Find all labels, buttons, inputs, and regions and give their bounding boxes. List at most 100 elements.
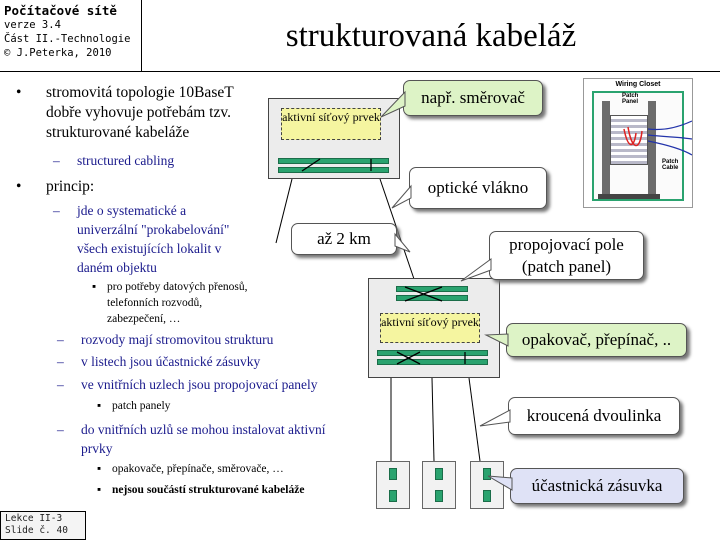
- sub-line-2: telefonních rozvodů,: [107, 297, 203, 309]
- callout-repeater-switch: opakovač, přepínač, ..: [506, 323, 687, 357]
- principle-item-1-sub: ▪ pro potřeby datových přenosů, telefonn…: [92, 279, 287, 327]
- dash-icon: –: [57, 354, 64, 369]
- lesson-label: Lekce II-3: [5, 513, 63, 524]
- dash-icon: –: [53, 153, 60, 168]
- branch-panel-stripe-1: [396, 286, 468, 292]
- principle-item-3: – v listech jsou účastnické zásuvky: [57, 352, 261, 371]
- fiber-cable-line: [379, 178, 415, 280]
- principle-item-1-line-4: daném objektu: [77, 260, 157, 275]
- top-patch-cables: [301, 158, 372, 172]
- bullet-1-line-3: strukturované kabeláže: [46, 124, 190, 141]
- bullet-1-line-1: stromovitá topologie 10BaseT: [46, 84, 234, 101]
- twisted-cable-2: [431, 377, 435, 462]
- principle-item-5-line-2: prvky: [81, 441, 113, 456]
- photo-label-cable: Patch Cable: [662, 159, 679, 171]
- slide-title: strukturovaná kabeláž: [142, 0, 720, 72]
- socket-pointer: [487, 475, 513, 491]
- principle-item-4: – ve vnitřních uzlech jsou propojovací p…: [57, 375, 318, 394]
- blue-cable: [647, 134, 692, 140]
- principle-item-5-line-1: do vnitřních uzlů se mohou instalovat ak…: [81, 422, 326, 437]
- callout-patch-panel-line-1: propojovací pole: [509, 235, 624, 254]
- principle-item-2-text: rozvody mají stromovitou strukturu: [81, 332, 274, 347]
- dash-icon: –: [57, 377, 64, 392]
- square-bullet-icon: ▪: [92, 281, 97, 293]
- top-patch-cable: [301, 158, 321, 172]
- square-bullet-icon: ▪: [97, 463, 102, 475]
- callout-router: např. směrovač: [403, 80, 543, 116]
- branch-panel-stripe-4: [377, 359, 488, 365]
- sub-line-1: pro potřeby datových přenosů,: [107, 281, 248, 293]
- callout-patch-panel-line-2: (patch panel): [521, 257, 612, 276]
- callout-patch-panel: propojovací pole (patch panel): [489, 231, 644, 280]
- bullet-dot-icon: •: [16, 178, 22, 195]
- bullet-2: • princip:: [16, 177, 95, 197]
- version-label: verze 3.4: [4, 19, 61, 31]
- patch-panel-image: [610, 115, 648, 165]
- socket-port: [389, 468, 397, 480]
- twisted-cable-3: [468, 377, 481, 462]
- fiber-pointer: [391, 184, 412, 209]
- author-label: © J.Peterka, 2010: [4, 47, 112, 59]
- top-panel-stripe-1: [278, 158, 389, 164]
- principle-item-1-line-2: univerzální "prokabelování": [77, 222, 230, 237]
- part-label: Část II.-Technologie: [4, 33, 131, 45]
- red-patch-cable: [627, 126, 643, 147]
- photo-caption: Wiring Closet: [615, 81, 661, 88]
- principle-item-4-sub: ▪ patch panely: [97, 398, 171, 414]
- patch-cables-image: [623, 120, 692, 156]
- principle-item-3-text: v listech jsou účastnické zásuvky: [81, 354, 261, 369]
- dash-icon: –: [53, 203, 60, 218]
- top-active-element: aktivní síťový prvek: [281, 108, 381, 140]
- bullet-1-sub: – structured cabling: [53, 151, 174, 170]
- slide-number: Slide č. 40: [5, 525, 68, 536]
- branch-patch-cables: [396, 286, 466, 365]
- subscriber-socket-2: [422, 461, 456, 509]
- branch-active-element: aktivní síťový prvek: [380, 313, 480, 343]
- socket-port: [483, 490, 491, 502]
- router-pointer: [380, 90, 406, 118]
- branch-panel-stripe-3: [377, 350, 488, 356]
- subscriber-socket-1: [376, 461, 410, 509]
- principle-item-1-line-3: všech existujících lokalit v: [77, 241, 222, 256]
- branch-patch-cable-4: [396, 351, 421, 365]
- not-part-text: nejsou součástí strukturované kabeláže: [112, 484, 305, 496]
- principle-item-5-sub-2: ▪ nejsou součástí strukturované kabeláže: [97, 482, 305, 498]
- branch-panel-stripe-2: [396, 295, 468, 301]
- bullet-2-text: princip:: [46, 178, 95, 195]
- principle-item-5-sub-1: ▪ opakovače, přepínače, směrovače, …: [97, 461, 284, 477]
- cable-left-line: [275, 178, 293, 244]
- slide-footer: Lekce II-3 Slide č. 40: [0, 511, 86, 540]
- callout-distance: až 2 km: [291, 223, 397, 255]
- callout-twisted-pair: kroucená dvoulinka: [508, 397, 680, 435]
- devices-text: opakovače, přepínače, směrovače, …: [112, 463, 284, 475]
- course-info-box: Počítačové sítě verze 3.4 Část II.-Techn…: [0, 0, 142, 72]
- blue-cable: [647, 140, 692, 156]
- rack-post-right: [648, 101, 656, 197]
- patch-panels-text: patch panely: [112, 400, 171, 412]
- callout-subscriber-socket: účastnická zásuvka: [510, 468, 684, 504]
- blue-cable: [647, 120, 692, 131]
- wiring-closet-photo: Wiring Closet Patch Panel Patch Cable: [583, 78, 693, 208]
- course-name: Počítačové sítě: [4, 3, 117, 18]
- socket-port: [435, 490, 443, 502]
- top-panel-stripe-2: [278, 167, 389, 173]
- square-bullet-icon: ▪: [97, 400, 102, 412]
- bullet-1-line-2: dobře vyhovuje potřebám tzv.: [46, 104, 231, 121]
- principle-item-1-line-1: jde o systematické a: [77, 203, 187, 218]
- square-bullet-icon: ▪: [97, 484, 102, 496]
- red-patch-cable: [623, 128, 637, 146]
- twisted-pointer: [479, 409, 511, 427]
- socket-port: [389, 490, 397, 502]
- rack-base: [598, 194, 660, 199]
- distance-pointer: [394, 232, 411, 253]
- principle-item-2: – rozvody mají stromovitou strukturu: [57, 330, 274, 349]
- photo-label-panel: Patch Panel: [622, 93, 639, 105]
- socket-port: [483, 468, 491, 480]
- callout-fiber: optické vlákno: [409, 167, 547, 209]
- principle-item-1: – jde o systematické a univerzální "prok…: [53, 201, 277, 277]
- dash-icon: –: [57, 422, 64, 437]
- bullet-dot-icon: •: [16, 84, 22, 101]
- bullet-1: • stromovitá topologie 10BaseT dobře vyh…: [16, 83, 286, 143]
